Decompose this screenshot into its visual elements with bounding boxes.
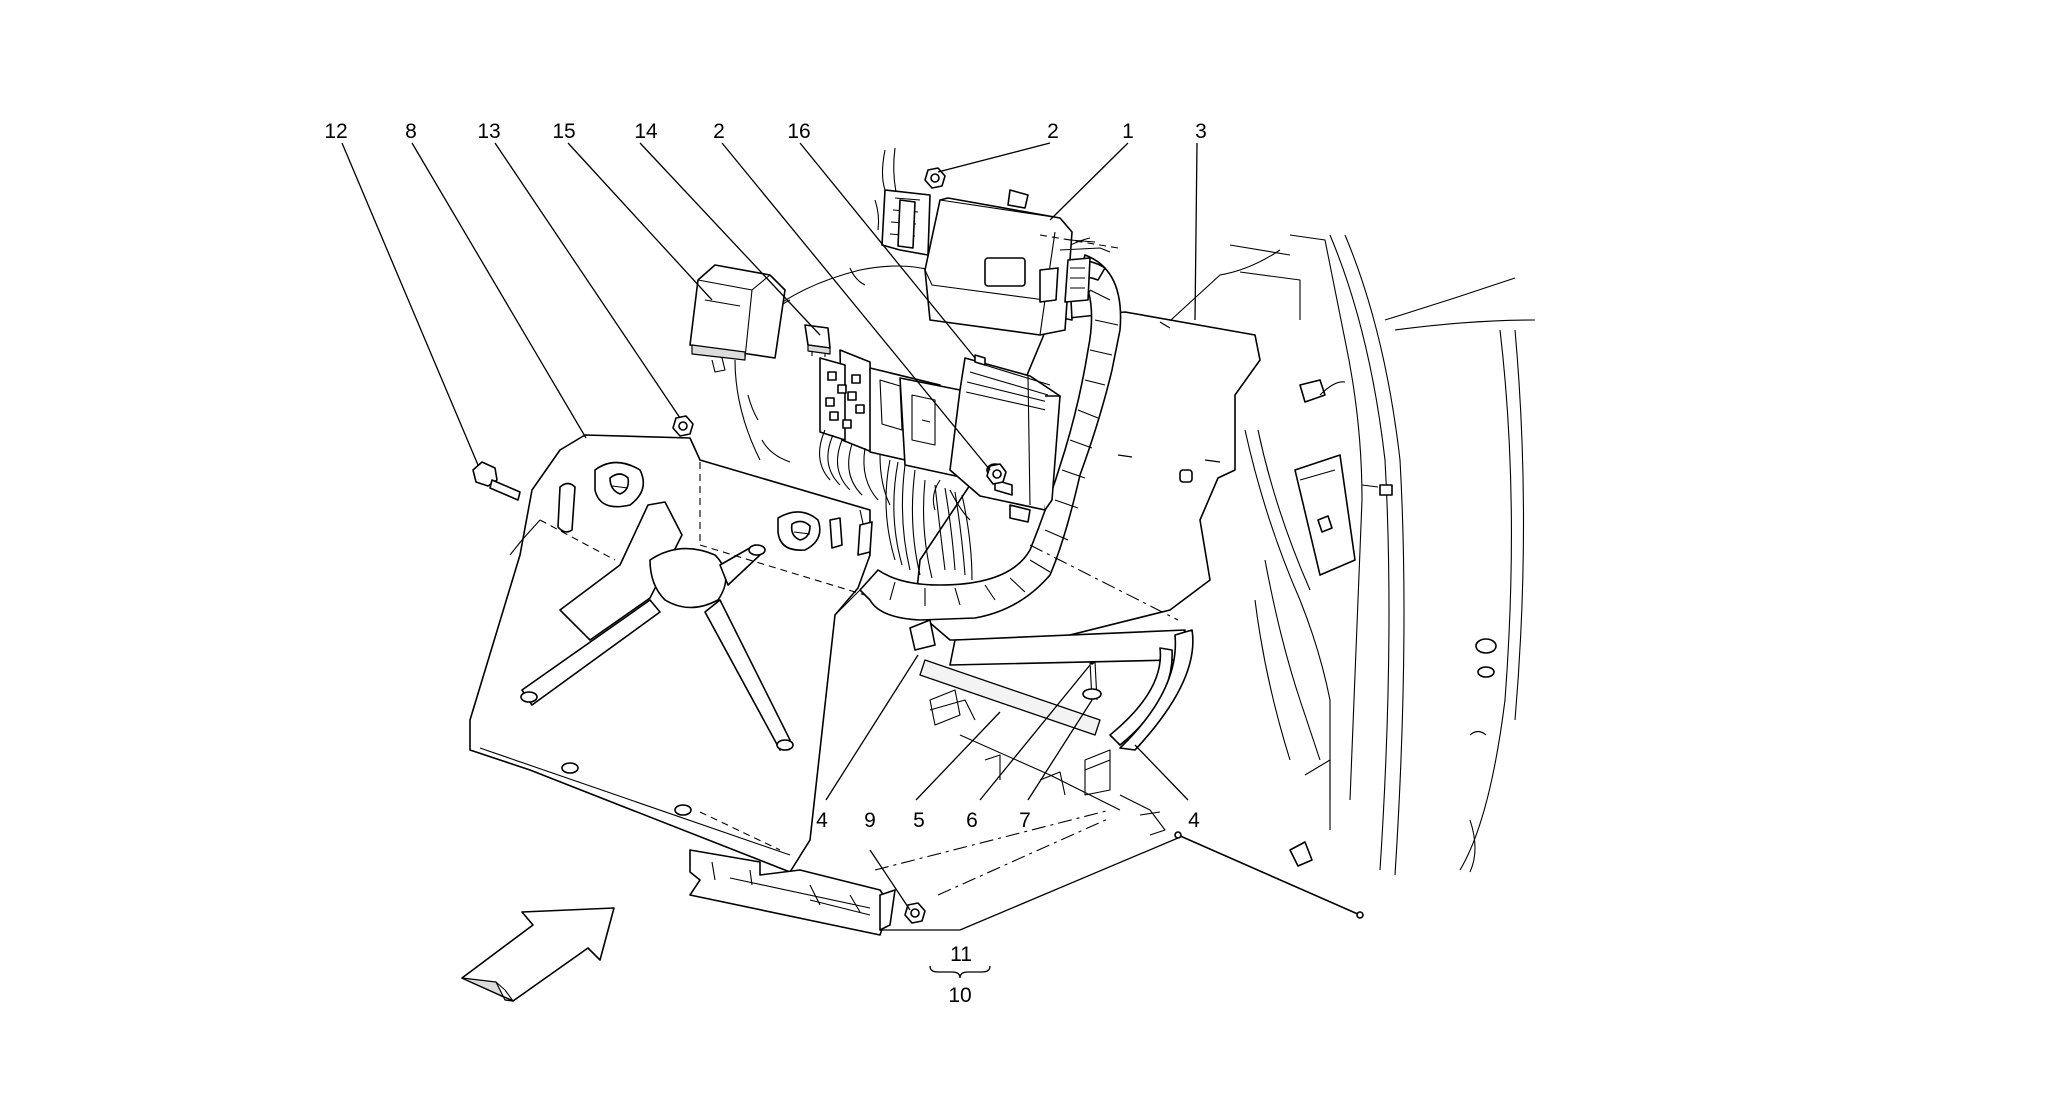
screw-12: [472, 461, 521, 501]
relay-14: [804, 324, 831, 357]
callout-16: 16: [787, 120, 810, 143]
control-unit-1: [924, 189, 1111, 336]
callout-15: 15: [552, 120, 575, 143]
nut-2-upper: [924, 167, 946, 189]
callout-5: 5: [913, 809, 925, 832]
cover-plate-8: [469, 434, 873, 873]
bracket-plate-3: [914, 311, 1261, 641]
callout-8: 8: [405, 120, 417, 143]
control-unit-15: [689, 264, 786, 373]
callout-4-left: 4: [816, 809, 828, 832]
callout-6: 6: [966, 809, 978, 832]
connector-plugs: [874, 147, 931, 256]
callout-2-right: 2: [1047, 120, 1059, 143]
fuse-box-wires: [819, 429, 973, 581]
callout-labels: 12 8 13 15 14 2 16 2 1 3 4 5 6 7 4 9 11 …: [324, 120, 1207, 1007]
callout-13: 13: [477, 120, 500, 143]
callout-11: 11: [950, 943, 972, 966]
callout-1: 1: [1122, 120, 1134, 143]
fastener-nuts: [472, 167, 1102, 924]
vehicle-body: [1159, 234, 1536, 919]
leader-lines: [341, 142, 1198, 979]
nut-2-middle: [986, 463, 1007, 485]
callout-4-right: 4: [1188, 809, 1200, 832]
callout-9: 9: [864, 809, 876, 832]
lower-tray: [909, 619, 1194, 836]
callout-10: 10: [948, 984, 971, 1007]
orientation-arrow-icon: [461, 907, 615, 1002]
nut-13: [672, 415, 694, 437]
callout-7: 7: [1019, 809, 1031, 832]
callout-12: 12: [324, 120, 347, 143]
callout-14: 14: [634, 120, 658, 143]
washer-7: [1082, 688, 1102, 700]
reference-lines: [874, 234, 1179, 896]
bottom-rail: [689, 849, 896, 936]
nut-9: [904, 902, 926, 924]
callout-3: 3: [1195, 120, 1207, 143]
callout-2-left: 2: [713, 120, 725, 143]
fuse-box-assembly: [819, 349, 1061, 523]
